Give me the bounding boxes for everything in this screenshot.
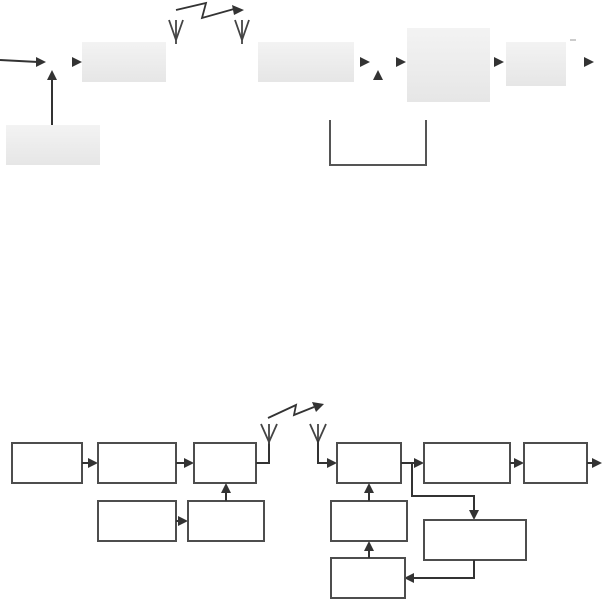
block-tx-5 bbox=[187, 500, 265, 542]
antenna-icon-tx bbox=[260, 423, 278, 444]
block-top-a bbox=[82, 42, 166, 82]
block-rx-5 bbox=[330, 500, 408, 542]
antenna-icon-top-rx bbox=[234, 19, 250, 44]
block-top-c bbox=[407, 28, 490, 102]
pointer-arrow-c bbox=[396, 57, 406, 67]
output-pointer-arrow bbox=[584, 57, 594, 67]
branch-arrow-rx4 bbox=[411, 463, 479, 520]
block-top-container bbox=[329, 120, 427, 166]
small-pointer-arrow bbox=[72, 57, 82, 67]
pointer-arrow-d bbox=[494, 57, 504, 67]
arrow-rx1-rx2 bbox=[401, 458, 424, 468]
arrow-tx1-tx2 bbox=[82, 458, 98, 468]
block-top-source bbox=[6, 125, 100, 165]
block-rx-3 bbox=[523, 442, 588, 484]
wireless-link-icon-top bbox=[175, 1, 244, 20]
arrow-tx2-tx3 bbox=[176, 458, 194, 468]
block-tx-3 bbox=[193, 442, 257, 484]
output-arrow-bottom bbox=[587, 458, 602, 468]
block-rx-2 bbox=[423, 442, 511, 484]
arrow-rx6-rx5 bbox=[364, 541, 374, 558]
input-signal-arrow bbox=[0, 57, 46, 67]
block-rx-6 bbox=[330, 557, 406, 599]
upward-feed-arrow bbox=[47, 70, 57, 125]
tx-antenna-feed bbox=[256, 440, 270, 464]
block-rx-1 bbox=[336, 442, 402, 484]
bottom-diagram bbox=[11, 402, 602, 599]
block-tx-1 bbox=[11, 442, 83, 484]
antenna-icon-top-tx bbox=[168, 19, 184, 44]
block-rx-4 bbox=[423, 519, 527, 561]
arrow-tx4-tx5 bbox=[176, 516, 188, 526]
pointer-arrow-b bbox=[360, 57, 370, 67]
block-tx-2 bbox=[97, 442, 177, 484]
arrow-rx2-rx3 bbox=[510, 458, 524, 468]
up-pointer-arrow bbox=[373, 70, 383, 80]
arrow-rx4-rx6 bbox=[404, 560, 475, 583]
rx-antenna-feed bbox=[317, 440, 337, 468]
block-top-d bbox=[506, 42, 566, 86]
top-diagram bbox=[0, 1, 594, 166]
block-tx-4 bbox=[97, 500, 177, 542]
arrow-tx5-tx3 bbox=[221, 483, 231, 501]
arrow-rx5-rx1 bbox=[364, 483, 374, 501]
block-top-b bbox=[258, 42, 354, 82]
wireless-link-icon-bottom bbox=[267, 402, 324, 419]
